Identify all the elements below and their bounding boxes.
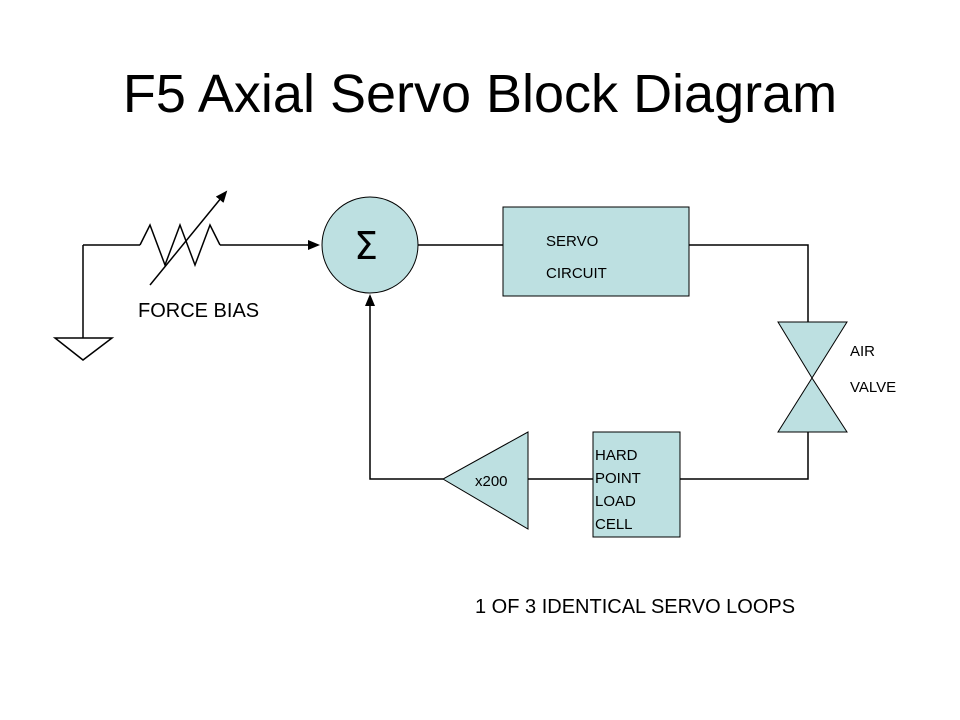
sigma-symbol: Σ	[354, 224, 378, 268]
load-cell-label-line4: CELL	[595, 516, 633, 533]
servo-circuit-label-line1: SERVO	[546, 233, 598, 250]
air-valve-block: AIR VALVE	[777, 321, 896, 433]
variable-resistor-icon	[139, 190, 228, 286]
amplifier-gain-label: x200	[475, 473, 508, 490]
caption: 1 OF 3 IDENTICAL SERVO LOOPS	[475, 596, 795, 618]
amplifier-triangle: x200	[441, 431, 529, 530]
load-cell-block: HARD POINT LOAD CELL	[592, 431, 681, 538]
load-cell-label-line2: POINT	[595, 470, 641, 487]
wire-valve-to-loadcell	[680, 432, 809, 480]
page-title: F5 Axial Servo Block Diagram	[123, 64, 837, 124]
air-valve-label-line1: AIR	[850, 343, 875, 360]
wire-feedback-to-sum	[365, 294, 443, 480]
servo-circuit-block: SERVO CIRCUIT	[502, 206, 690, 297]
ground-symbol	[52, 245, 115, 361]
wire-servo-to-valve	[689, 244, 809, 322]
force-bias-label: FORCE BIAS	[138, 300, 259, 322]
load-cell-label-line1: HARD	[595, 447, 638, 464]
load-cell-label-line3: LOAD	[595, 493, 636, 510]
servo-circuit-label-line2: CIRCUIT	[546, 265, 607, 282]
summing-junction: Σ	[321, 196, 419, 294]
air-valve-label-line2: VALVE	[850, 379, 896, 396]
